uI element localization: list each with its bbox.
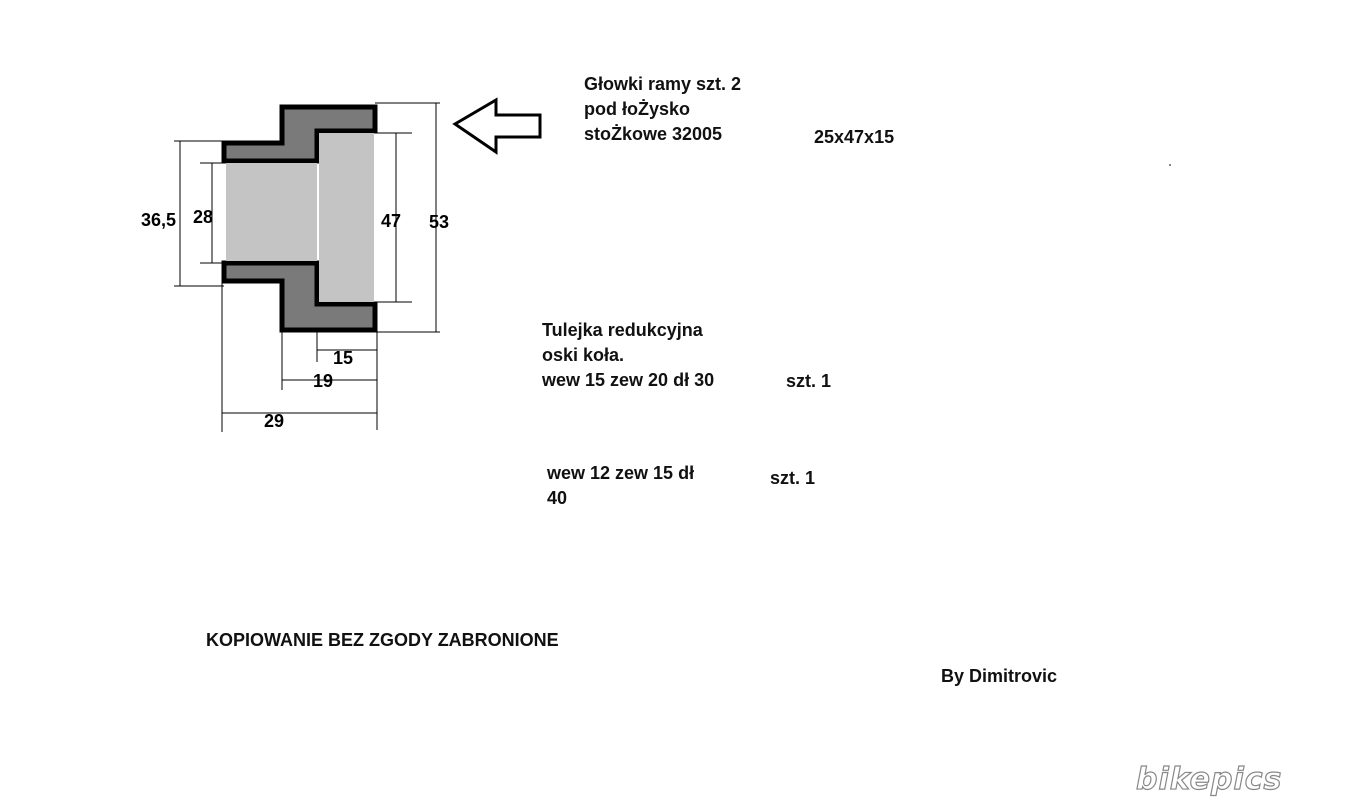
dimension-lines: [174, 102, 440, 432]
watermark-logo: bikepics: [1135, 761, 1283, 797]
part1-line-2: pod łoŻysko: [584, 99, 691, 119]
part1-size: 25x47x15: [814, 127, 895, 147]
dim-label-53: 53: [429, 212, 449, 232]
part3-line-2: 40: [547, 488, 568, 508]
part1-line-3: stoŻkowe 32005: [584, 124, 723, 144]
dim-label-36-5: 36,5: [141, 210, 176, 230]
dim-label-15: 15: [333, 348, 353, 368]
part2-line-2: oski koła.: [542, 345, 625, 365]
part3-line-1: wew 12 zew 15 dł: [547, 463, 695, 483]
bore-28: [226, 163, 317, 261]
stray-dot: [1169, 164, 1171, 166]
part2-line-1: Tulejka redukcyjna: [542, 320, 703, 340]
dim-label-47: 47: [381, 211, 401, 231]
part2-line-3: wew 15 zew 20 dł 30: [542, 370, 715, 390]
lower-wall-section: [221, 260, 378, 333]
author-credit: By Dimitrovic: [941, 666, 1058, 686]
dim-label-29: 29: [264, 411, 284, 431]
dim-label-19: 19: [313, 371, 333, 391]
copy-warning: KOPIOWANIE BEZ ZGODY ZABRONIONE: [206, 630, 559, 650]
part1-line-1: Głowki ramy szt. 2: [584, 74, 742, 94]
arrow-left-icon: [452, 97, 542, 155]
part3-qty: szt. 1: [770, 468, 816, 488]
dim-label-28: 28: [193, 207, 213, 227]
upper-wall-section: [221, 104, 378, 164]
part2-qty: szt. 1: [786, 371, 832, 391]
bearing-seat-47: [319, 133, 374, 302]
